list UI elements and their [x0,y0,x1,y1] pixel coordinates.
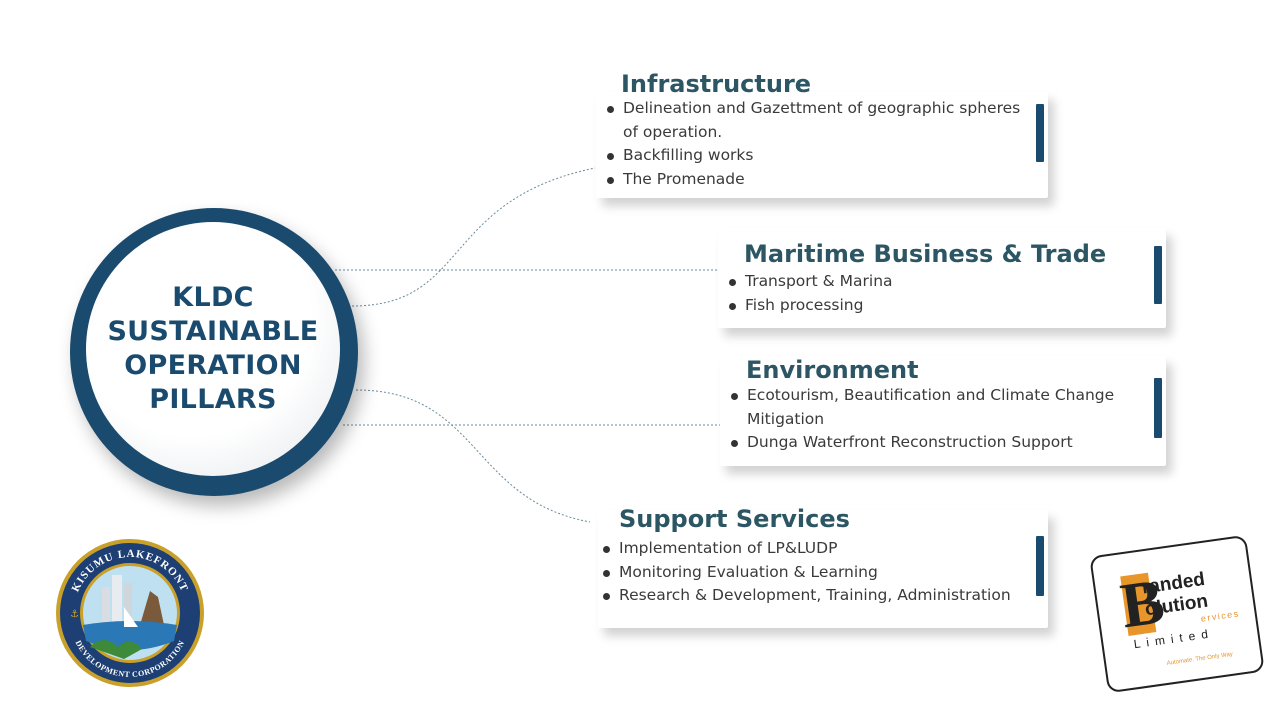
list-item: Transport & Marina [729,270,1149,294]
list-item: Research & Development, Training, Admini… [603,584,1033,608]
pillar-card-environment [720,356,1166,466]
pillar-title-maritime: Maritime Business & Trade [744,240,1107,268]
hub-title: KLDC SUSTAINABLE OPERATION PILLARS [93,281,333,417]
list-item: Monitoring Evaluation & Learning [603,561,1033,585]
pillar-card-infrastructure [596,92,1048,198]
pillar-title-environment: Environment [746,356,919,384]
anchor-icon: ⚓ [70,609,79,620]
pillar-title-infrastructure: Infrastructure [621,70,812,98]
pillar-items-support-services: Implementation of LP&LUDP Monitoring Eva… [603,537,1033,608]
hub-inner: KLDC SUSTAINABLE OPERATION PILLARS [86,222,340,476]
pillar-title-support-services: Support Services [619,505,850,533]
list-item: The Promenade [607,168,1037,192]
pillar-card-maritime [718,228,1166,328]
pillar-items-infrastructure: Delineation and Gazettment of geographic… [607,97,1037,191]
kldc-seal-logo: KISUMU LAKEFRONT DEVELOPMENT CORPORATION… [56,539,204,687]
list-item: Backfilling works [607,144,1037,168]
hub-title-line-2: SUSTAINABLE [107,316,319,347]
connector-support [355,389,591,523]
list-item: Delineation and Gazettment of geographic… [607,97,1037,144]
hub-circle: KLDC SUSTAINABLE OPERATION PILLARS [70,208,358,496]
card-accent-bar [1036,104,1044,162]
logo-tagline: Automate. The Only Way [1166,651,1234,667]
list-item: Ecotourism, Beautification and Climate C… [731,384,1141,431]
pillar-card-support-services [598,510,1048,628]
card-accent-bar [1154,246,1162,304]
card-accent-bar [1154,378,1162,438]
pillar-items-environment: Ecotourism, Beautification and Climate C… [731,384,1141,455]
branded-solution-logo: B randed olution ervices Limited Automat… [1089,534,1265,694]
list-item: Fish processing [729,294,1149,318]
list-item: Implementation of LP&LUDP [603,537,1033,561]
hub-title-line-4: PILLARS [149,384,277,415]
card-accent-bar [1036,536,1044,596]
connector-infrastructure [351,167,596,307]
hub-title-line-1: KLDC [172,282,254,313]
list-item: Dunga Waterfront Reconstruction Support [731,431,1141,455]
hub-title-line-3: OPERATION [124,350,302,381]
pillar-items-maritime: Transport & Marina Fish processing [729,270,1149,317]
